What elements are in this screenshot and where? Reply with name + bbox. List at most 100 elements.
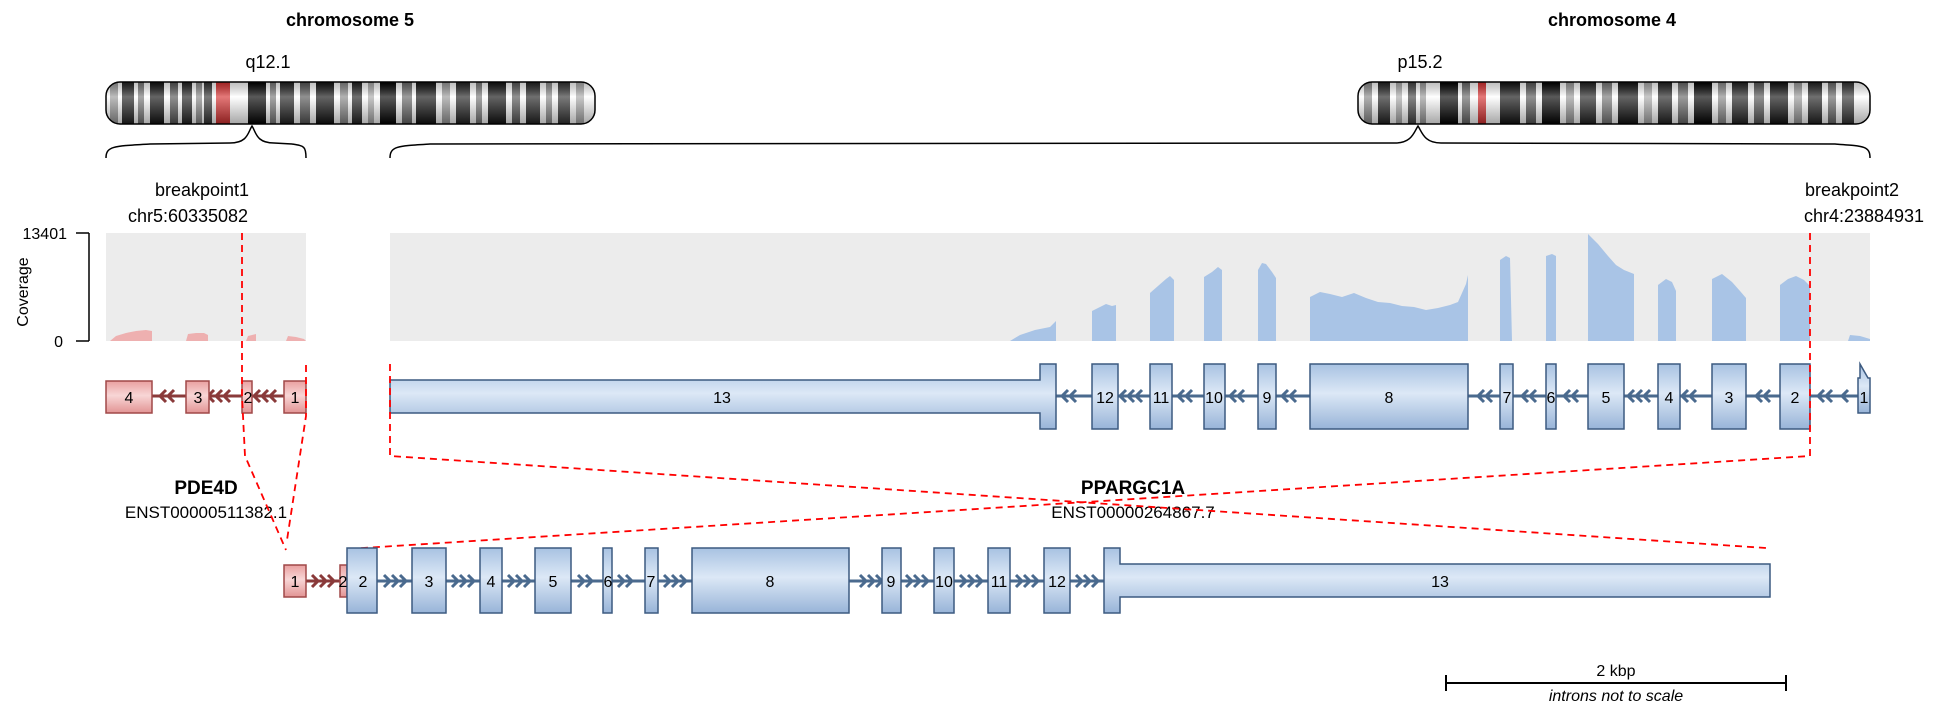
fusion-exon-label-g2-9: 9 <box>887 574 896 591</box>
chromosome-4-ideogram <box>1357 81 1871 125</box>
gene2-exon-label-4: 4 <box>1665 390 1674 407</box>
breakpoint1-position: chr5:60335082 <box>128 206 248 226</box>
gene1-exon-3 <box>185 380 210 414</box>
chromosome-4-zoom-brace <box>389 124 1871 159</box>
fusion-exon-label-g2-13: 13 <box>1431 574 1449 591</box>
gene2-exon-label-5: 5 <box>1602 390 1611 407</box>
chromosome-5-zoom-brace <box>105 124 307 159</box>
fusion-gene1-exons <box>283 564 348 598</box>
coverage-gene2 <box>1010 234 1870 341</box>
gene2-exon-1 <box>1857 361 1871 414</box>
breakpoint2-line <box>346 233 1811 550</box>
fusion-exon-gene2-8 <box>691 547 850 614</box>
gene2-exon-11 <box>1149 363 1173 430</box>
fusion-exon-label-g2-5: 5 <box>549 574 558 591</box>
gene2-exon-label-12: 12 <box>1096 390 1114 407</box>
coverage-panel-gene2 <box>390 233 1870 341</box>
gene2-exon-4 <box>1657 363 1681 430</box>
fusion-exon-label-g2-2: 2 <box>359 574 368 591</box>
gene2-exon-label-9: 9 <box>1263 390 1272 407</box>
gene2-name: PPARGC1A <box>1081 478 1185 499</box>
gene2-exon-label-6: 6 <box>1547 390 1556 407</box>
gene2-exon-13 <box>389 363 1057 430</box>
gene1-intron-arrows <box>157 388 278 404</box>
coverage-max-tick: 13401 <box>23 226 68 243</box>
gene2-exons <box>389 361 1871 430</box>
fusion-exon-gene2-10 <box>933 547 955 614</box>
breakpoint2-label: breakpoint2 <box>1805 180 1899 200</box>
fusion-exon-label-g2-12: 12 <box>1048 574 1066 591</box>
fusion-exon-gene2-12 <box>1043 547 1071 614</box>
chromosome-4-band-label: p15.2 <box>1397 52 1442 72</box>
breakpoint1-label: breakpoint1 <box>155 180 249 200</box>
scale-bar-label: 2 kbp <box>1596 663 1635 680</box>
scale-bar: 2 kbp introns not to scale <box>1445 663 1787 705</box>
fusion-exon-gene2-5 <box>534 547 572 614</box>
gene2-exon-label-2: 2 <box>1791 390 1800 407</box>
chromosome-5-title: chromosome 5 <box>286 10 414 30</box>
fusion-gene2-exons <box>346 547 1771 614</box>
gene1-exon-label-3: 3 <box>194 390 203 407</box>
gene1-transcript: ENST00000511382.1 <box>125 503 287 522</box>
gene2-exon-label-8: 8 <box>1385 390 1394 407</box>
fusion-exon-gene2-13 <box>1103 547 1771 614</box>
fusion-exon-label-g2-8: 8 <box>766 574 775 591</box>
coverage-axis-label: Coverage <box>15 257 32 326</box>
gene2-exon-9 <box>1257 363 1277 430</box>
gene2-left-edge <box>389 364 1767 549</box>
gene2-exon-label-1: 1 <box>1860 390 1869 407</box>
fusion-exon-gene2-3 <box>411 547 447 614</box>
breakpoint-lines <box>241 233 1811 551</box>
gene2-exon-label-7: 7 <box>1503 390 1512 407</box>
gene2-track: 13 12 11 10 9 8 7 6 5 4 3 2 1 <box>389 361 1871 430</box>
fusion-exon-gene1-1 <box>283 564 307 598</box>
gene2-exon-10 <box>1203 363 1226 430</box>
fusion-exon-gene2-2 <box>346 547 378 614</box>
fusion-exon-gene2-11 <box>987 547 1011 614</box>
gene1-exon-label-4: 4 <box>125 390 134 407</box>
breakpoint1-right-edge <box>286 365 307 541</box>
fusion-exon-gene2-6 <box>602 547 613 614</box>
coverage-min-tick: 0 <box>54 334 63 351</box>
breakpoint1-line <box>241 233 287 551</box>
gene2-exon-5 <box>1587 363 1625 430</box>
fusion-track: 1 2 2 3 4 5 6 7 8 9 10 11 12 13 <box>283 547 1771 614</box>
fusion-exon-label-g1-2: 2 <box>339 574 348 591</box>
gene2-exon-2 <box>1779 363 1811 430</box>
gene2-exon-label-11: 11 <box>1153 390 1170 407</box>
fusion-exon-label-g2-7: 7 <box>647 574 656 591</box>
gene2-exon-3 <box>1711 363 1747 430</box>
fusion-exon-gene2-7 <box>644 547 659 614</box>
fusion-exon-label-g2-4: 4 <box>487 574 496 591</box>
gene2-exon-label-3: 3 <box>1725 390 1734 407</box>
gene1-exon-label-1: 1 <box>291 390 300 407</box>
chromosome-5-band-label: q12.1 <box>245 52 290 72</box>
gene1-exon-label-2: 2 <box>244 390 253 407</box>
gene1-exon-4 <box>105 380 153 414</box>
chromosome-5-ideogram <box>105 81 596 125</box>
scale-bar-note: introns not to scale <box>1549 688 1683 705</box>
gene2-transcript: ENST00000264867.7 <box>1051 503 1215 522</box>
coverage-axis: 13401 0 Coverage <box>15 226 90 351</box>
gene1-exon-2 <box>241 380 253 414</box>
fusion-exon-gene2-9 <box>881 547 902 614</box>
coverage-gene1 <box>110 330 306 341</box>
gene2-exon-label-10: 10 <box>1205 390 1223 407</box>
gene2-exon-8 <box>1309 363 1469 430</box>
gene2-exon-7 <box>1499 363 1514 430</box>
fusion-exon-label-g1-1: 1 <box>291 574 300 591</box>
fusion-exon-label-g2-3: 3 <box>425 574 434 591</box>
gene2-intron-arrows <box>1059 388 1850 404</box>
chromosome-4-title: chromosome 4 <box>1548 10 1676 30</box>
gene2-exon-12 <box>1091 363 1119 430</box>
fusion-exon-label-g2-10: 10 <box>935 574 953 591</box>
gene1-exons <box>105 380 307 414</box>
gene1-exon-1 <box>283 380 307 414</box>
fusion-exon-gene2-4 <box>479 547 503 614</box>
breakpoint2-position: chr4:23884931 <box>1804 206 1924 226</box>
fusion-exon-label-g2-11: 11 <box>991 574 1008 591</box>
fusion-gene1-intron-arrows <box>310 573 337 589</box>
gene1-track: 4 3 2 1 <box>105 380 307 414</box>
gene1-name: PDE4D <box>174 478 237 499</box>
